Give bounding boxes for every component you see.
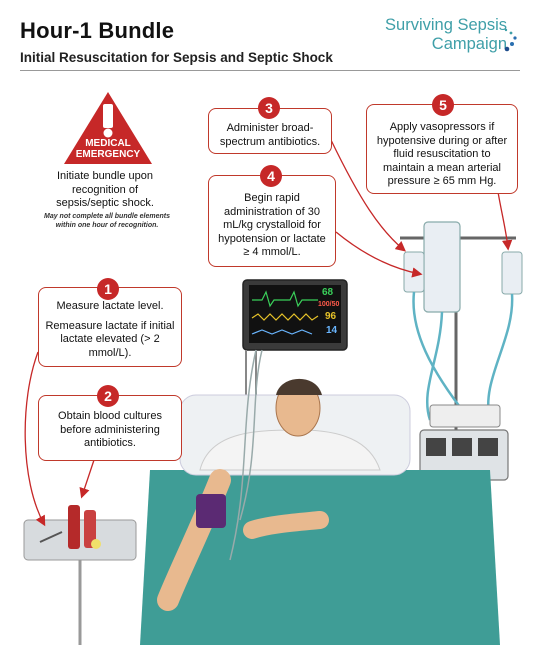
step-1-badge: 1 <box>97 278 119 300</box>
step-4-badge: 4 <box>260 165 282 187</box>
brand-line-1: Surviving Sepsis <box>385 16 507 34</box>
header-divider <box>20 70 520 71</box>
brand-logo: Surviving Sepsis Campaign <box>385 16 521 54</box>
step-5-badge: 5 <box>432 94 454 116</box>
warning-line-1: MEDICAL <box>85 138 131 149</box>
step-5-callout: Apply vasopressors if hypotensive during… <box>366 104 518 194</box>
monitor-bp-readout: 100/50 <box>318 301 340 308</box>
step-2-badge: 2 <box>97 385 119 407</box>
step-4-line-1: Begin rapid administration of 30 mL/kg c… <box>218 192 326 258</box>
warning-line-2: EMERGENCY <box>75 149 141 160</box>
medical-emergency-label: MEDICAL EMERGENCY <box>62 138 154 160</box>
step-1-line-1: Measure lactate level. <box>56 300 164 312</box>
bp-cuff <box>196 494 226 528</box>
monitor-rr-readout: 14 <box>326 325 338 336</box>
step-3-line-1: Administer broad-spectrum antibiotics. <box>219 122 321 148</box>
step-1-callout: Measure lactate level. Remeasure lactate… <box>38 287 182 367</box>
blood-culture-bottle <box>68 505 80 549</box>
intro-note: May not complete all bundle elements wit… <box>43 213 171 229</box>
step-5-line-1: Apply vasopressors if hypotensive during… <box>376 121 508 187</box>
brand-dots-icon <box>504 28 517 52</box>
step-1-line-2: Remeasure lactate if initial lactate ele… <box>45 319 175 359</box>
page-subtitle: Initial Resuscitation for Sepsis and Sep… <box>20 50 333 65</box>
page-title: Hour-1 Bundle <box>20 18 175 43</box>
intro-text: Initiate bundle upon recognition of seps… <box>56 170 154 209</box>
iv-bag-left <box>403 251 425 293</box>
monitor-hr-readout: 68 <box>322 287 334 298</box>
step-2-callout: Obtain blood cultures before administeri… <box>38 395 182 461</box>
step-3-badge: 3 <box>258 97 280 119</box>
iv-bag-right <box>501 251 523 295</box>
exclamation-triangle-icon <box>64 92 152 164</box>
step-2-line-1: Obtain blood cultures before administeri… <box>58 410 162 449</box>
monitor-spo2-readout: 96 <box>325 311 337 322</box>
iv-bag-main <box>423 221 461 313</box>
step-4-callout: Begin rapid administration of 30 mL/kg c… <box>208 175 336 267</box>
brand-line-2: Campaign <box>431 35 507 53</box>
